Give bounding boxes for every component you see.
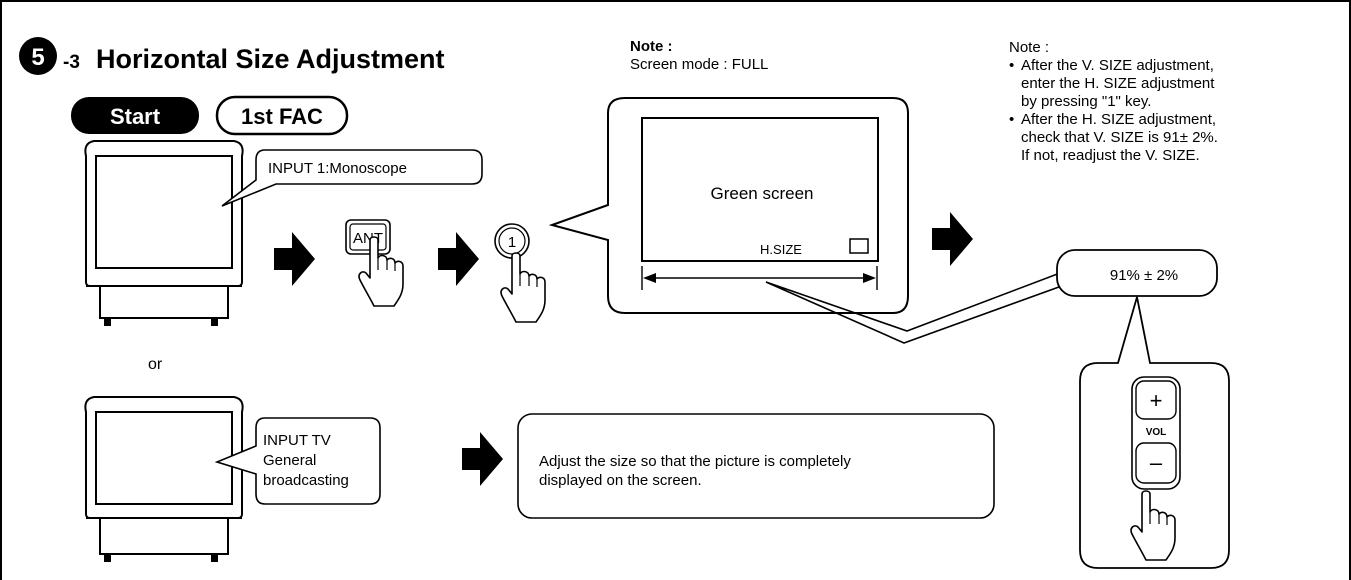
key-one: 1 bbox=[494, 223, 530, 259]
note-line: enter the H. SIZE adjustment bbox=[1021, 75, 1215, 92]
note-line: check that V. SIZE is 91± 2%. bbox=[1021, 129, 1218, 146]
screen-rect bbox=[641, 117, 879, 262]
screen-note-text: Screen mode : FULL bbox=[630, 56, 769, 73]
instruction-box: Adjust the size so that the picture is c… bbox=[517, 413, 995, 519]
mode-badge: 1st FAC bbox=[215, 95, 349, 136]
right-note-bullet: • bbox=[1009, 111, 1015, 128]
h-size-label: H.SIZE bbox=[760, 242, 802, 257]
vol-label: VOL bbox=[1146, 427, 1167, 438]
arrow-right-icon bbox=[462, 432, 503, 486]
arrow-right-icon bbox=[932, 212, 973, 266]
note-line: After the V. SIZE adjustment, bbox=[1021, 57, 1214, 74]
arrow-right-icon bbox=[438, 232, 479, 286]
vol-plus-button bbox=[1135, 380, 1177, 420]
size-value-box bbox=[849, 238, 869, 254]
vol-panel: + VOL – bbox=[1079, 296, 1230, 569]
vol-minus-label: – bbox=[1150, 450, 1163, 475]
bottom-callout-line-3: broadcasting bbox=[263, 472, 349, 489]
note-line: After the H. SIZE adjustment, bbox=[1021, 111, 1217, 128]
bottom-callout-line-2: General bbox=[263, 452, 316, 469]
top-callout: INPUT 1:Monoscope bbox=[221, 149, 483, 207]
screen-bubble: Green screen H.SIZE bbox=[548, 97, 909, 314]
instruction-line-1: Adjust the size so that the picture is c… bbox=[539, 453, 851, 470]
right-note-label: Note : bbox=[1009, 39, 1050, 56]
right-note-bullet: • bbox=[1009, 57, 1015, 74]
or-label: or bbox=[148, 356, 163, 373]
step-number: 5 bbox=[31, 44, 44, 71]
start-badge: Start bbox=[71, 97, 199, 134]
step-suffix: -3 bbox=[63, 52, 80, 73]
target-value: 91% ± 2% bbox=[1110, 267, 1178, 284]
bottom-callout-line-1: INPUT TV bbox=[263, 432, 331, 449]
tv-icon-bottom bbox=[84, 396, 244, 562]
tv-icon-top bbox=[84, 140, 244, 326]
step-number-badge bbox=[19, 37, 57, 75]
screen-text: Green screen bbox=[711, 184, 814, 203]
start-label: Start bbox=[110, 104, 161, 129]
ant-key: ANT bbox=[345, 219, 391, 255]
instruction-line-2: displayed on the screen. bbox=[539, 472, 702, 489]
step-heading: 5 -3 Horizontal Size Adjustment bbox=[19, 37, 445, 75]
note-line: by pressing "1" key. bbox=[1021, 93, 1152, 110]
value-callout: 91% ± 2% bbox=[765, 249, 1218, 344]
top-callout-text: INPUT 1:Monoscope bbox=[268, 160, 407, 177]
vol-plus-label: + bbox=[1150, 388, 1163, 413]
key-one-label: 1 bbox=[508, 234, 516, 251]
vol-minus-button bbox=[1135, 442, 1177, 484]
pointing-hand-icon bbox=[500, 252, 546, 323]
bottom-callout: INPUT TV General broadcasting bbox=[214, 417, 381, 505]
page-title: Horizontal Size Adjustment bbox=[96, 44, 445, 74]
screen-note-label: Note : bbox=[630, 38, 673, 55]
mode-label: 1st FAC bbox=[241, 104, 323, 129]
arrow-right-icon bbox=[274, 232, 315, 286]
note-line: If not, readjust the V. SIZE. bbox=[1021, 147, 1200, 164]
